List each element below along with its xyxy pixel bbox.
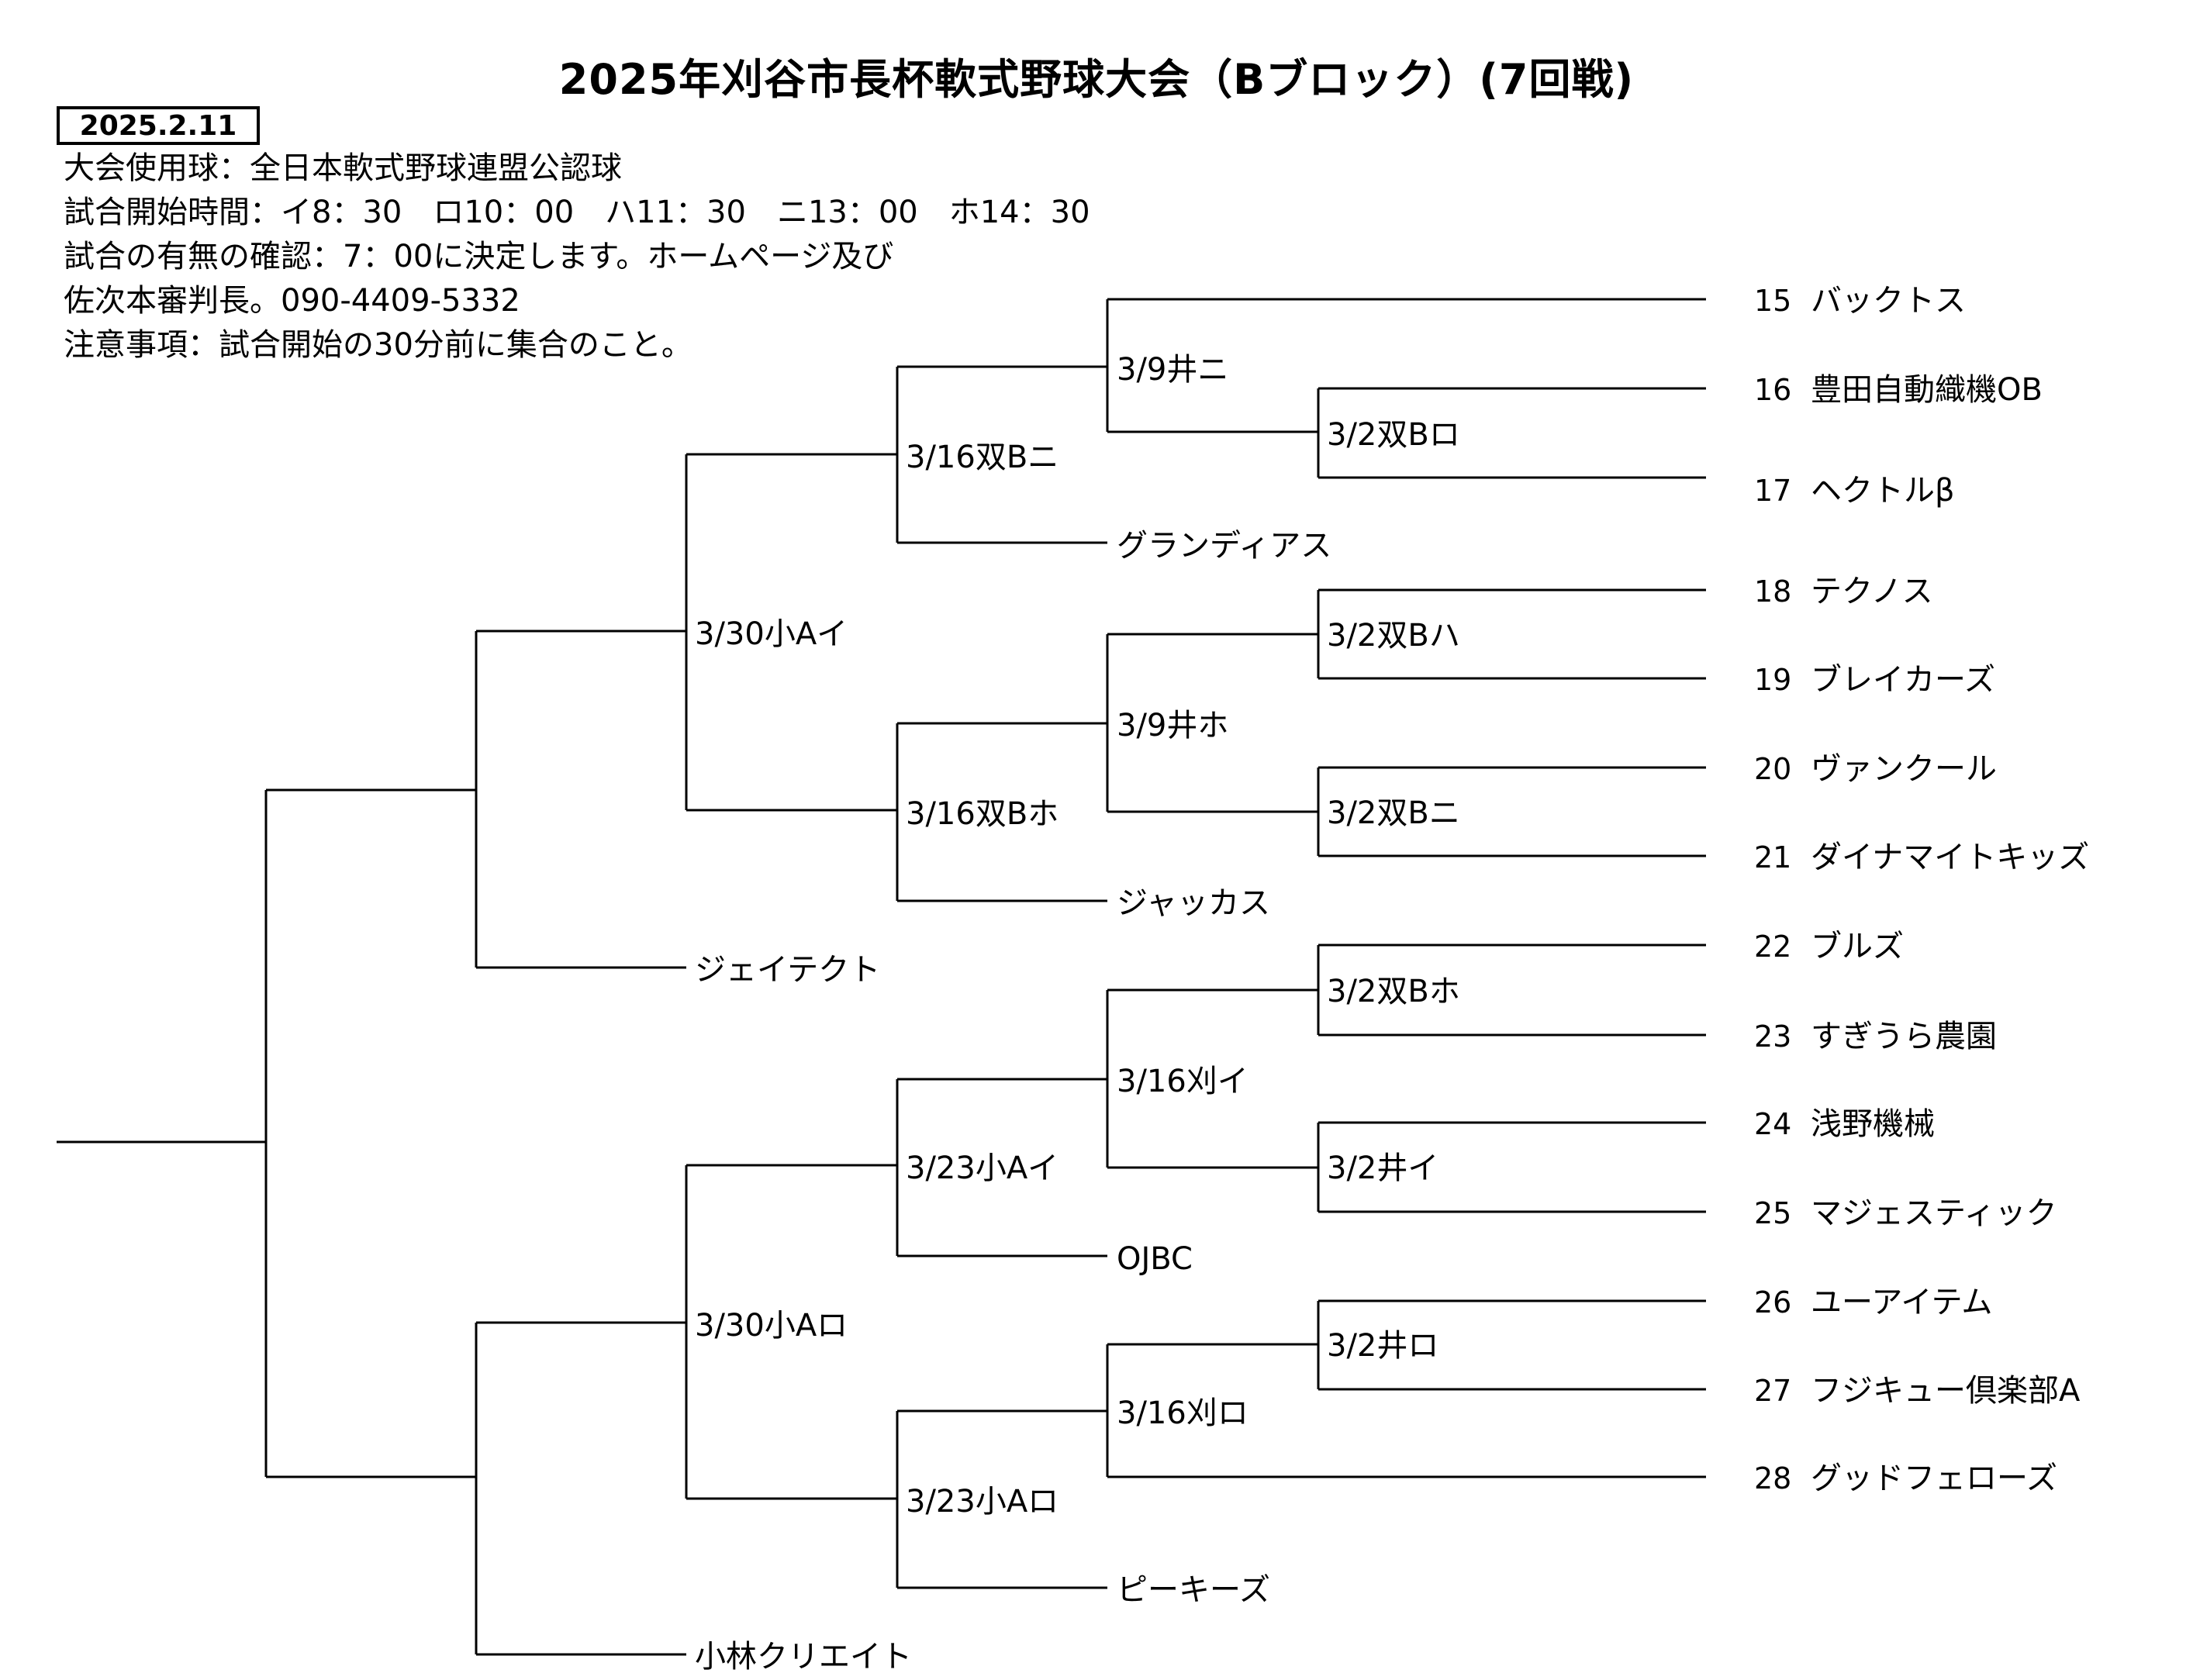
match-label-r2b: 3/9井ホ: [1117, 708, 1229, 743]
page-title: 2025年刈谷市長杯軟式野球大会（Bブロック）(7回戦): [558, 55, 1635, 104]
team-number: 16: [1754, 373, 1792, 407]
team-number: 28: [1754, 1461, 1792, 1495]
team-number: 19: [1754, 663, 1792, 697]
team-jtekt: ジェイテクト: [695, 952, 881, 988]
date-box: 2025.2.11: [57, 106, 260, 145]
info-notice: 注意事項：試合開始の30分前に集合のこと。: [64, 327, 692, 363]
info-chief-umpire: 佐次本審判長。090-4409-5332: [64, 283, 520, 319]
team-number: 15: [1754, 284, 1792, 318]
team-number: 17: [1754, 474, 1792, 508]
team-number: 20: [1754, 752, 1792, 786]
team-jackas: ジャッカス: [1117, 885, 1270, 921]
match-label-r1e: 3/2井イ: [1327, 1150, 1439, 1186]
team-name: ユーアイテム: [1811, 1285, 1993, 1320]
team-name: すぎうら農園: [1811, 1019, 1997, 1054]
team-kobayashi: 小林クリエイト: [695, 1639, 912, 1675]
team-name: ヘクトルβ: [1811, 473, 1955, 509]
team-number: 26: [1754, 1285, 1792, 1320]
team-name: ヴァンクール: [1811, 751, 1997, 787]
match-label-r4b: 3/30小Aロ: [695, 1308, 848, 1344]
match-label-r1c: 3/2双Bニ: [1327, 795, 1460, 831]
match-label-r1b: 3/2双Bハ: [1327, 618, 1460, 654]
match-label-r3d: 3/23小Aロ: [906, 1484, 1059, 1520]
team-name: マジェスティック: [1811, 1195, 2057, 1231]
match-label-r2a: 3/9井ニ: [1117, 352, 1229, 388]
match-label-r3b: 3/16双Bホ: [906, 796, 1059, 832]
team-number: 21: [1754, 840, 1792, 874]
team-peakies: ピーキーズ: [1117, 1572, 1270, 1608]
team-name: フジキュー倶楽部A: [1811, 1373, 2081, 1409]
team-name: ダイナマイトキッズ: [1811, 840, 2090, 875]
team-name: 豊田自動織機OB: [1811, 372, 2043, 408]
match-label-r1f: 3/2井ロ: [1327, 1328, 1439, 1364]
team-name: グッドフェローズ: [1811, 1461, 2057, 1496]
team-name: 浅野機械: [1811, 1106, 1935, 1142]
info-ball: 大会使用球：全日本軟式野球連盟公認球: [64, 150, 622, 186]
match-label-r4a: 3/30小Aイ: [695, 616, 848, 652]
team-name: バックトス: [1811, 283, 1966, 319]
match-label-r1a: 3/2双Bロ: [1327, 417, 1460, 453]
team-number: 18: [1754, 574, 1792, 609]
team-number: 23: [1754, 1019, 1792, 1054]
match-label-r2d: 3/16刈ロ: [1117, 1395, 1248, 1431]
team-number: 25: [1754, 1196, 1792, 1230]
team-number: 24: [1754, 1107, 1792, 1141]
team-name: ブレイカーズ: [1811, 662, 1995, 698]
match-label-r3a: 3/16双Bニ: [906, 440, 1059, 475]
info-start-times: 試合開始時間：イ8：30 ロ10：00 ハ11：30 ニ13：00 ホ14：30: [64, 195, 1090, 230]
match-label-r1d: 3/2双Bホ: [1327, 974, 1460, 1009]
team-number: 27: [1754, 1374, 1792, 1408]
team-grandias: グランディアス: [1117, 528, 1332, 564]
team-number: 22: [1754, 930, 1792, 964]
team-name: テクノス: [1811, 574, 1933, 609]
team-ojbc: OJBC: [1117, 1241, 1193, 1277]
match-label-r3c: 3/23小Aイ: [906, 1150, 1059, 1186]
info-confirmation: 試合の有無の確認：7：00に決定します。ホームページ及び: [64, 239, 894, 274]
match-label-r2c: 3/16刈イ: [1117, 1064, 1248, 1099]
team-name: ブルズ: [1811, 929, 1904, 964]
